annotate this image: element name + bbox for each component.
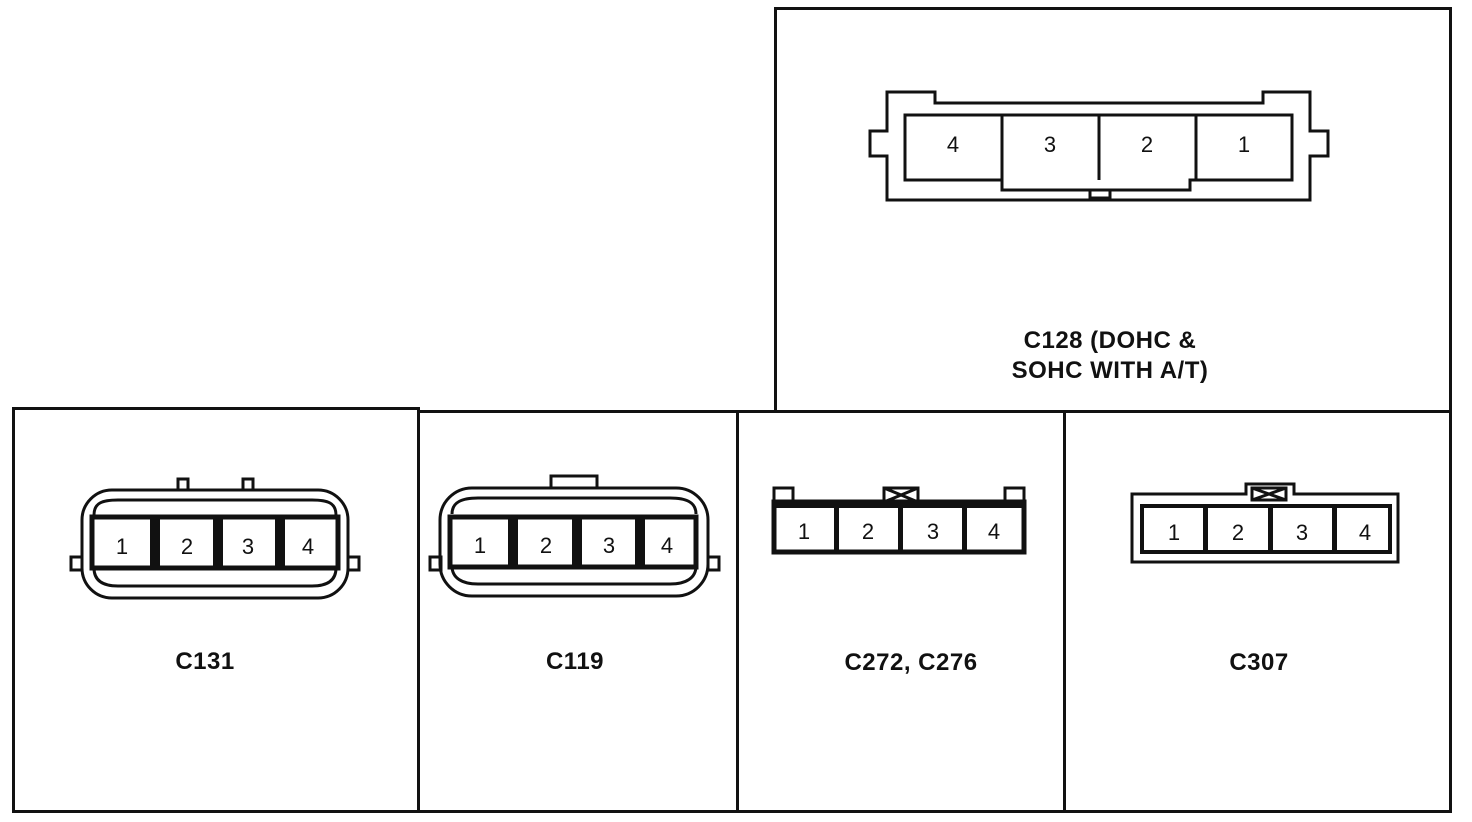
c272-pin-3: 3 [927,519,939,544]
c272-pin-4: 4 [988,519,1000,544]
c131-pin-4: 4 [302,534,314,559]
c272-pin-2: 2 [862,519,874,544]
c128-label: C128 (DOHC & SOHC WITH A/T) [980,326,1240,386]
c272-pin-1: 1 [798,519,810,544]
c119-pin-3: 3 [603,533,615,558]
c131-pin-2: 2 [181,534,193,559]
c119-pin-1: 1 [474,533,486,558]
c119-pin-4: 4 [661,533,673,558]
c307-label: C307 [1229,649,1289,676]
c128-pin-2: 3 [1044,132,1056,157]
c307-pin-1: 1 [1168,520,1180,545]
c307-pin-3: 3 [1296,520,1308,545]
panel-c307 [1063,410,1452,813]
c128-label-line1: C128 (DOHC & [1023,327,1197,354]
c128-label-line2: SOHC WITH A/T) [1011,357,1209,384]
c119-label: C119 [545,648,605,675]
c128-pin-3: 2 [1141,132,1153,157]
c307-pin-2: 2 [1232,520,1244,545]
c128-pin-4: 1 [1238,132,1250,157]
c307-pin-4: 4 [1359,520,1371,545]
c119-pin-2: 2 [540,533,552,558]
c272-c276-label: C272, C276 [844,649,978,676]
c131-pin-1: 1 [116,534,128,559]
c131-label: C131 [175,648,235,675]
c131-pin-3: 3 [242,534,254,559]
c128-pin-1: 4 [947,132,959,157]
